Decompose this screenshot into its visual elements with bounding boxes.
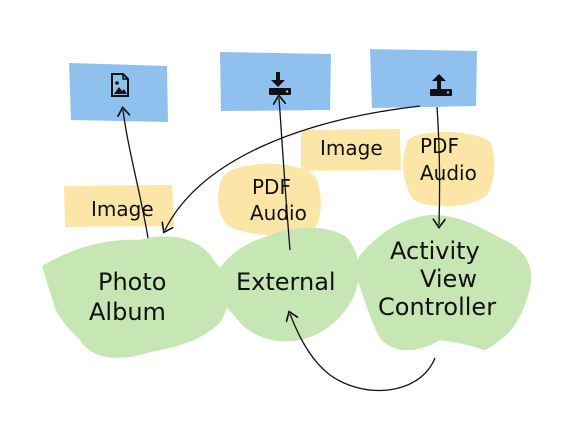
- download-icon: [269, 72, 291, 95]
- arrow-upload-to-photo: [165, 105, 421, 230]
- node-photo-album: Photo Album: [42, 236, 229, 358]
- arrow-upload-to-activity: [437, 106, 440, 225]
- svg-text:Activity: Activity: [390, 237, 480, 265]
- svg-text:Audio: Audio: [420, 161, 477, 185]
- source-box-download: [220, 52, 331, 111]
- svg-text:Photo: Photo: [98, 268, 166, 296]
- label-image-left: Image: [64, 185, 174, 227]
- source-box-upload: [370, 49, 477, 108]
- image-file-icon: [111, 73, 129, 97]
- node-activity-view-controller: Activity View Controller: [358, 214, 532, 351]
- arrow-activity-to-external: [290, 314, 436, 392]
- label-pdf-audio-mid: PDF Audio: [218, 163, 321, 236]
- svg-text:View: View: [420, 265, 477, 293]
- svg-text:Image: Image: [320, 136, 383, 160]
- svg-text:Controller: Controller: [378, 293, 496, 321]
- svg-text:Audio: Audio: [250, 201, 307, 225]
- arrow-external-to-download: [279, 98, 291, 251]
- label-pdf-audio-right: PDF Audio: [403, 131, 495, 207]
- svg-text:External: External: [236, 268, 336, 296]
- svg-text:Image: Image: [91, 197, 154, 221]
- label-image-right: Image: [301, 129, 401, 171]
- upload-icon: [430, 74, 452, 96]
- svg-text:Album: Album: [89, 298, 166, 326]
- node-external: External: [210, 227, 359, 342]
- source-box-photo: [69, 63, 168, 122]
- arrow-photo-to-source: [123, 110, 149, 239]
